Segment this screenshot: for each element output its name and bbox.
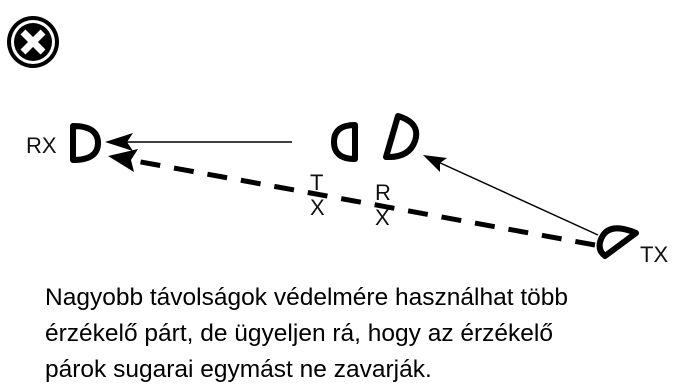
tx-vertical-label-x: X <box>310 195 325 220</box>
rx-left-label: RX <box>26 133 57 158</box>
caption-line-3: párok sugarai egymást ne zavarják. <box>45 356 432 383</box>
beam-thin-left-arrowhead <box>105 133 133 151</box>
tx-middle-sensor <box>331 122 358 162</box>
caption-line-1: Nagyobb távolságok védelmére használhat … <box>45 284 569 311</box>
beam-dashed-arrowhead <box>108 149 138 172</box>
tx-vertical-label-t: T <box>310 170 323 195</box>
beam-dashed-interference <box>129 157 596 248</box>
beam-thin-right <box>435 160 599 236</box>
rx-vertical-label-x: X <box>375 205 390 230</box>
caption-line-2: érzékelő párt, de ügyeljen rá, hogy az é… <box>45 320 553 347</box>
rx-middle-sensor <box>383 113 420 161</box>
rx-left-sensor <box>70 123 101 163</box>
caption-text: Nagyobb távolságok védelmére használhat … <box>45 280 675 388</box>
beam-thin-right-arrowhead <box>423 155 447 172</box>
close-circle-icon <box>7 16 59 68</box>
tx-right-sensor <box>596 225 639 259</box>
rx-vertical-label-r: R <box>375 180 391 205</box>
tx-right-label: TX <box>640 242 668 267</box>
